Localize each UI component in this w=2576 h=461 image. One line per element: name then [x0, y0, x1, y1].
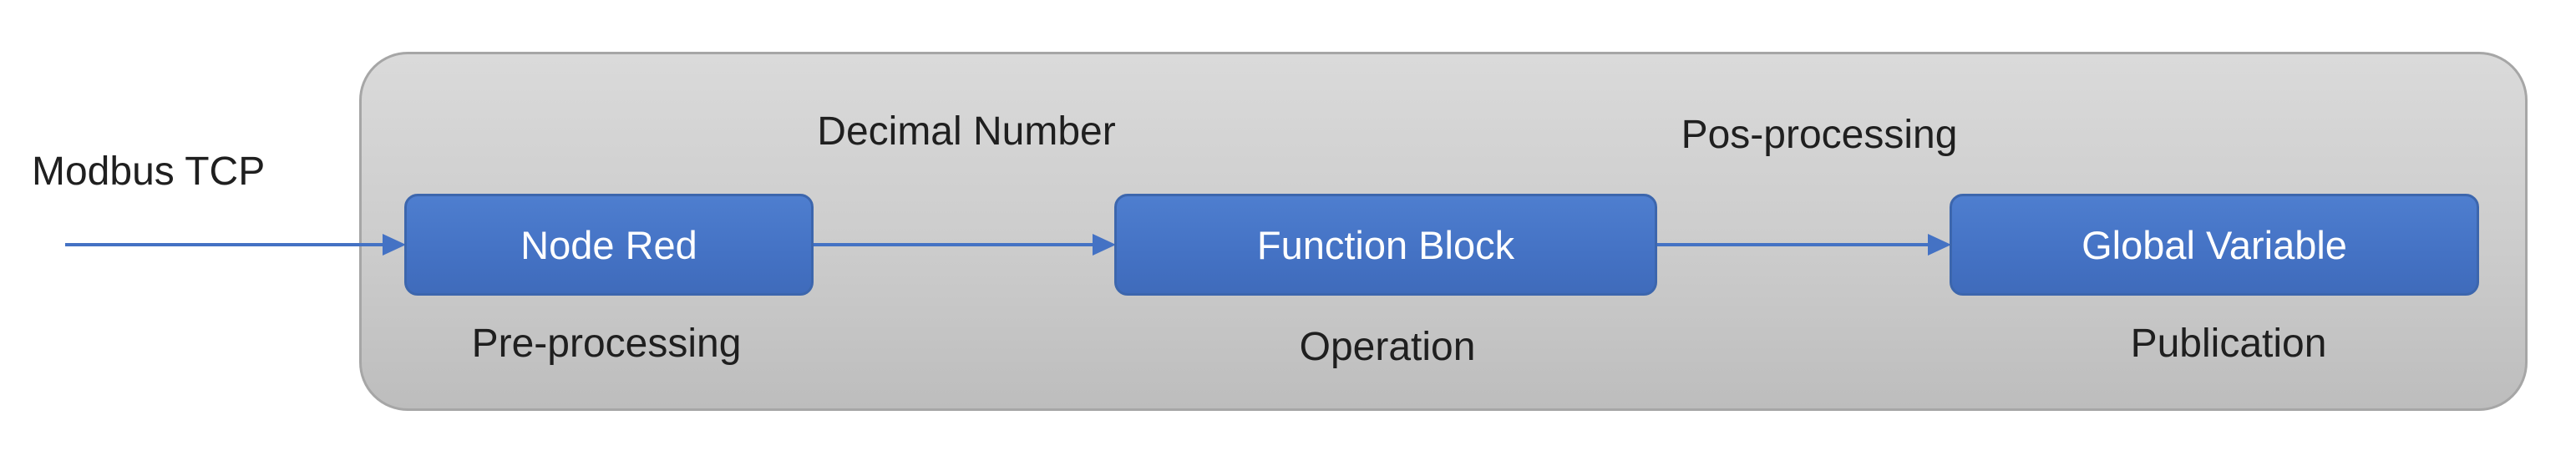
- node-label-function-block: Function Block: [1256, 222, 1515, 267]
- node-label-global-variable: Global Variable: [2082, 222, 2347, 267]
- node-box-global-variable: Global Variable: [1950, 194, 2479, 296]
- arrow-head-functionblock-to-globalvariable: [1928, 234, 1951, 256]
- stage-label-publication: Publication: [2130, 322, 2327, 366]
- node-box-node-red: Node Red: [404, 194, 814, 296]
- arrow-label-pos-processing: Pos-processing: [1681, 113, 1958, 157]
- arrow-line-functionblock-to-globalvariable: [1657, 243, 1928, 246]
- arrow-head-modbus-to-nodered: [383, 234, 406, 256]
- arrow-head-nodered-to-functionblock: [1093, 234, 1116, 256]
- arrow-line-modbus-to-nodered: [65, 243, 383, 246]
- stage-label-operation: Operation: [1299, 325, 1476, 369]
- arrow-line-nodered-to-functionblock: [814, 243, 1093, 246]
- input-label-modbus-tcp: Modbus TCP: [32, 149, 266, 194]
- stage-label-pre-processing: Pre-processing: [471, 322, 742, 366]
- arrow-label-decimal-number: Decimal Number: [817, 109, 1116, 154]
- node-box-function-block: Function Block: [1114, 194, 1657, 296]
- node-label-node-red: Node Red: [520, 222, 697, 267]
